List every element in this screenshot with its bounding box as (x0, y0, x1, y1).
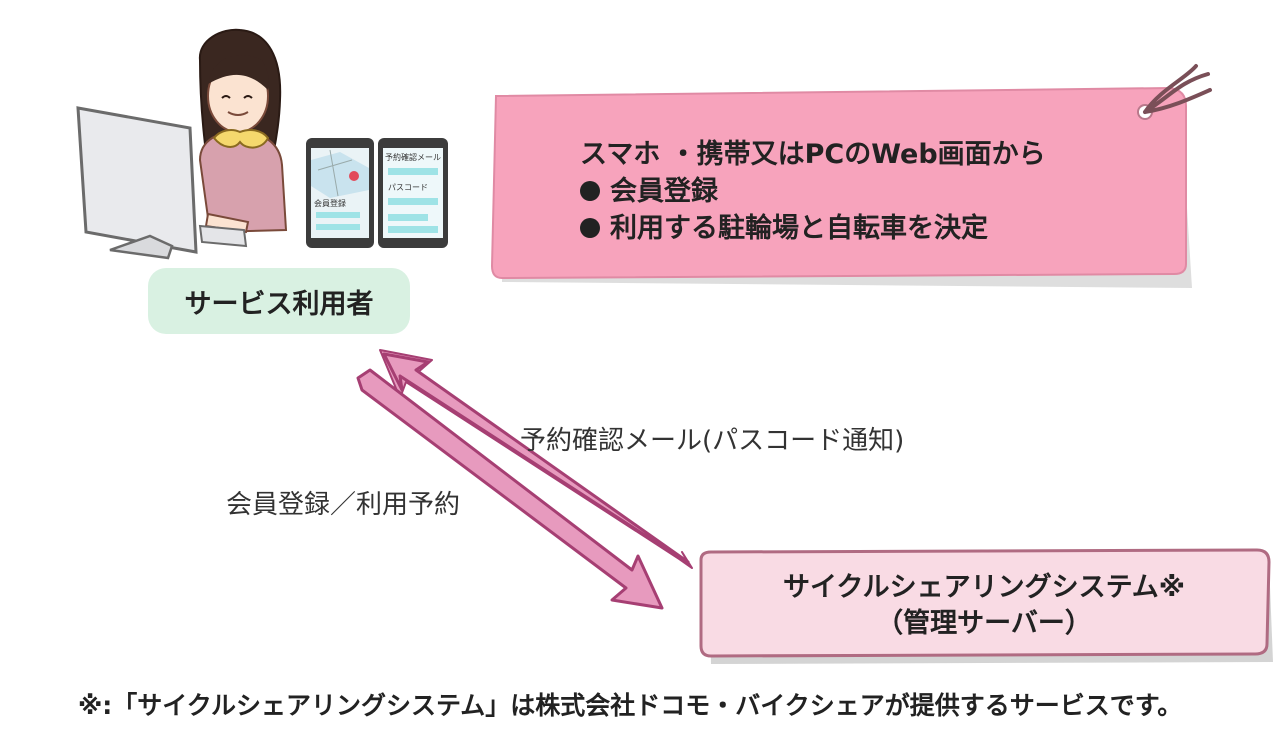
arrow-up-label: 予約確認メール(パスコード通知) (520, 426, 905, 456)
server-line-1: サイクルシェアリングシステム※ (782, 572, 1186, 603)
smartphone-email-icon: 予約確認メール パスコード (378, 138, 448, 248)
service-user-label: サービス利用者 (148, 268, 410, 334)
phone-right-field: パスコード (388, 183, 428, 192)
tag-bullet-2-text: 利用する駐輪場と自転車を決定 (610, 213, 988, 244)
tag-bullet-1-text: 会員登録 (610, 176, 718, 207)
tag-line-1: スマホ ・携帯又はPCのWeb画面から (580, 139, 1046, 170)
tag-bullet-1: 会員登録 (580, 173, 1140, 210)
server-line-2: （管理サーバー） (876, 608, 1092, 639)
smartphone-map-icon: 会員登録 (306, 138, 374, 248)
service-user-text: サービス利用者 (184, 288, 374, 320)
tag-string-icon (1143, 64, 1212, 114)
arrow-down-label: 会員登録／利用予約 (226, 490, 461, 520)
arrow-up-to-user (379, 349, 693, 569)
phone-right-title: 予約確認メール (385, 152, 441, 162)
tag-note-shape (490, 64, 1212, 288)
phone-left-label: 会員登録 (314, 198, 346, 208)
user-illustration: 会員登録 予約確認メール パスコード (76, 28, 448, 260)
tag-bullet-2: 利用する駐輪場と自転車を決定 (580, 210, 1140, 247)
server-box-shape (699, 548, 1273, 664)
tag-note-text: スマホ ・携帯又はPCのWeb画面から 会員登録 利用する駐輪場と自転車を決定 (580, 136, 1140, 247)
bullet-icon (580, 218, 600, 238)
bullet-icon (580, 181, 600, 201)
user-person-icon (198, 28, 288, 234)
server-box-text: サイクルシェアリングシステム※ （管理サーバー） (710, 570, 1258, 642)
computer-monitor-icon (76, 106, 198, 260)
keyboard-icon (198, 224, 248, 248)
arrow-down-to-server (356, 368, 664, 610)
arrows-diagram (356, 349, 693, 610)
footnote: ※:「サイクルシェアリングシステム」は株式会社ドコモ・バイクシェアが提供するサー… (78, 691, 1183, 720)
